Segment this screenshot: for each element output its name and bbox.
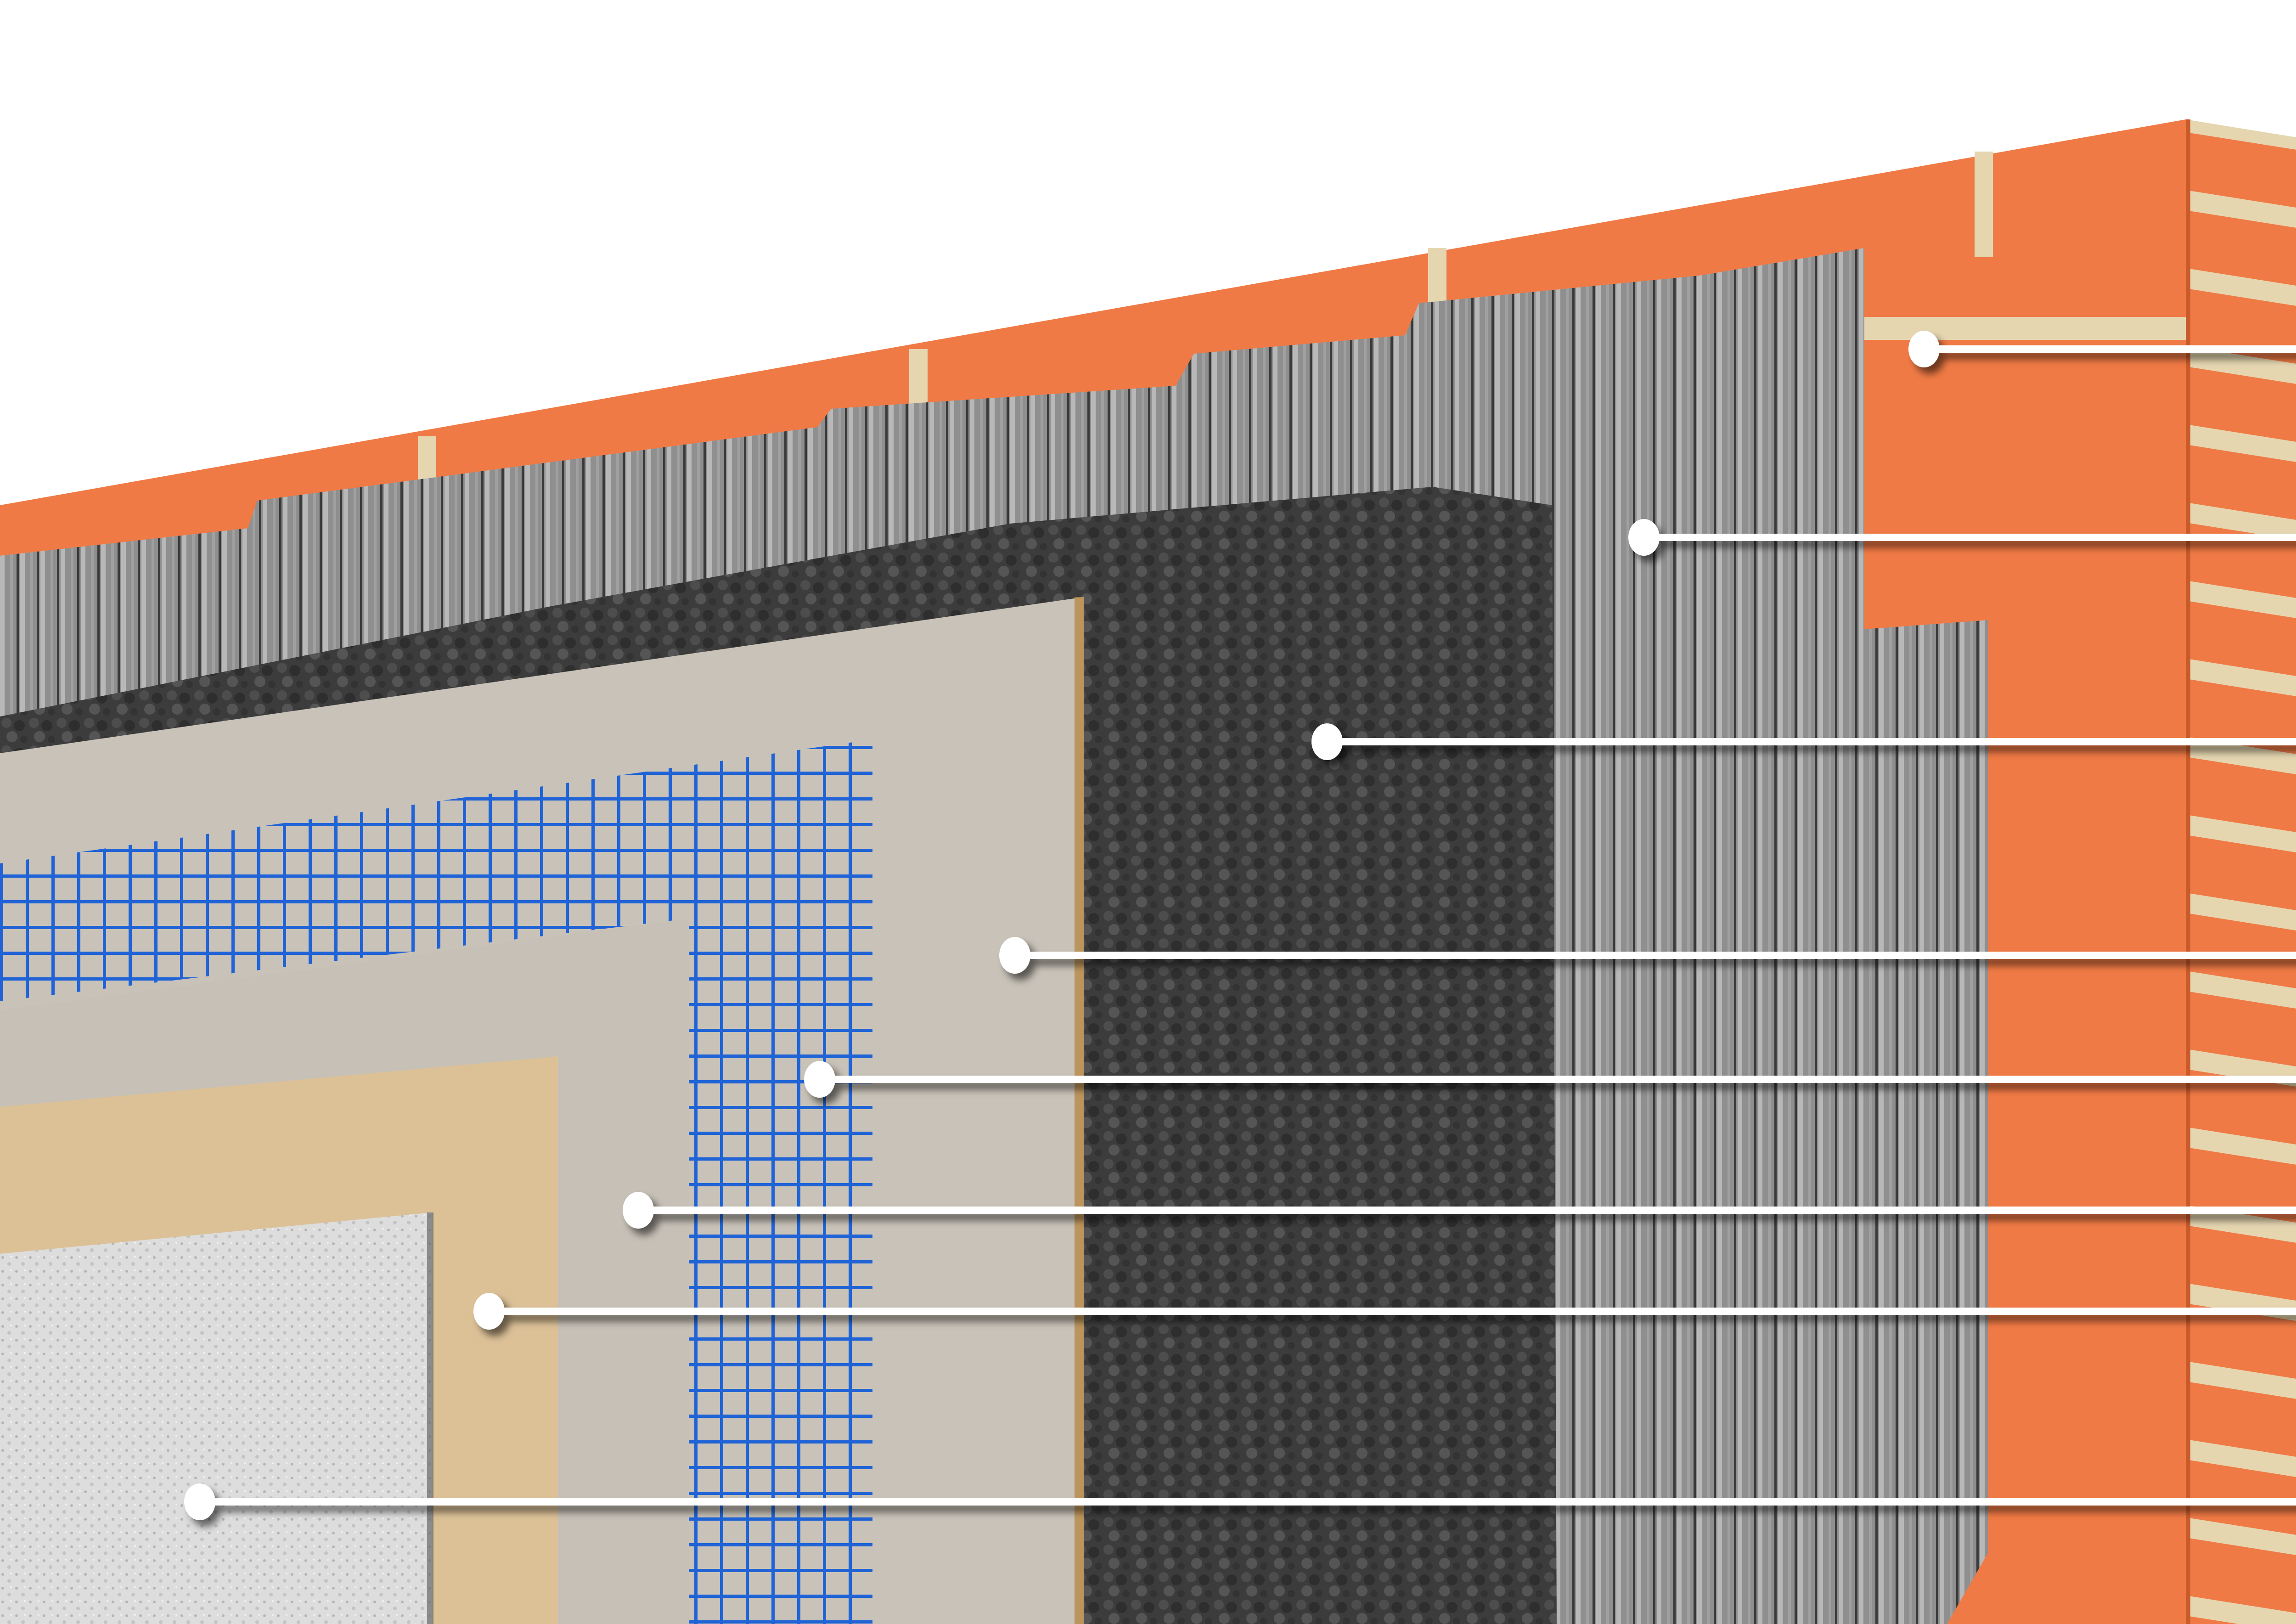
leader-glue-2 [999, 937, 2296, 974]
leader-lines [184, 331, 2296, 1520]
wall-corner-edge [2186, 119, 2190, 1624]
fiberglass-mesh-layer [0, 739, 872, 1624]
leader-finishing [184, 1483, 2296, 1520]
leader-fiberglass-mesh [804, 1061, 2296, 1098]
leader-glue-1 [1628, 519, 2296, 556]
leader-glue-3 [623, 1192, 2296, 1229]
leader-insulating-panel [1311, 723, 2296, 760]
leader-wall [1908, 331, 2296, 367]
finishing-layer [0, 1212, 432, 1624]
leader-fixative [473, 1293, 2296, 1330]
brick-wall-right-face [2186, 119, 2296, 1624]
